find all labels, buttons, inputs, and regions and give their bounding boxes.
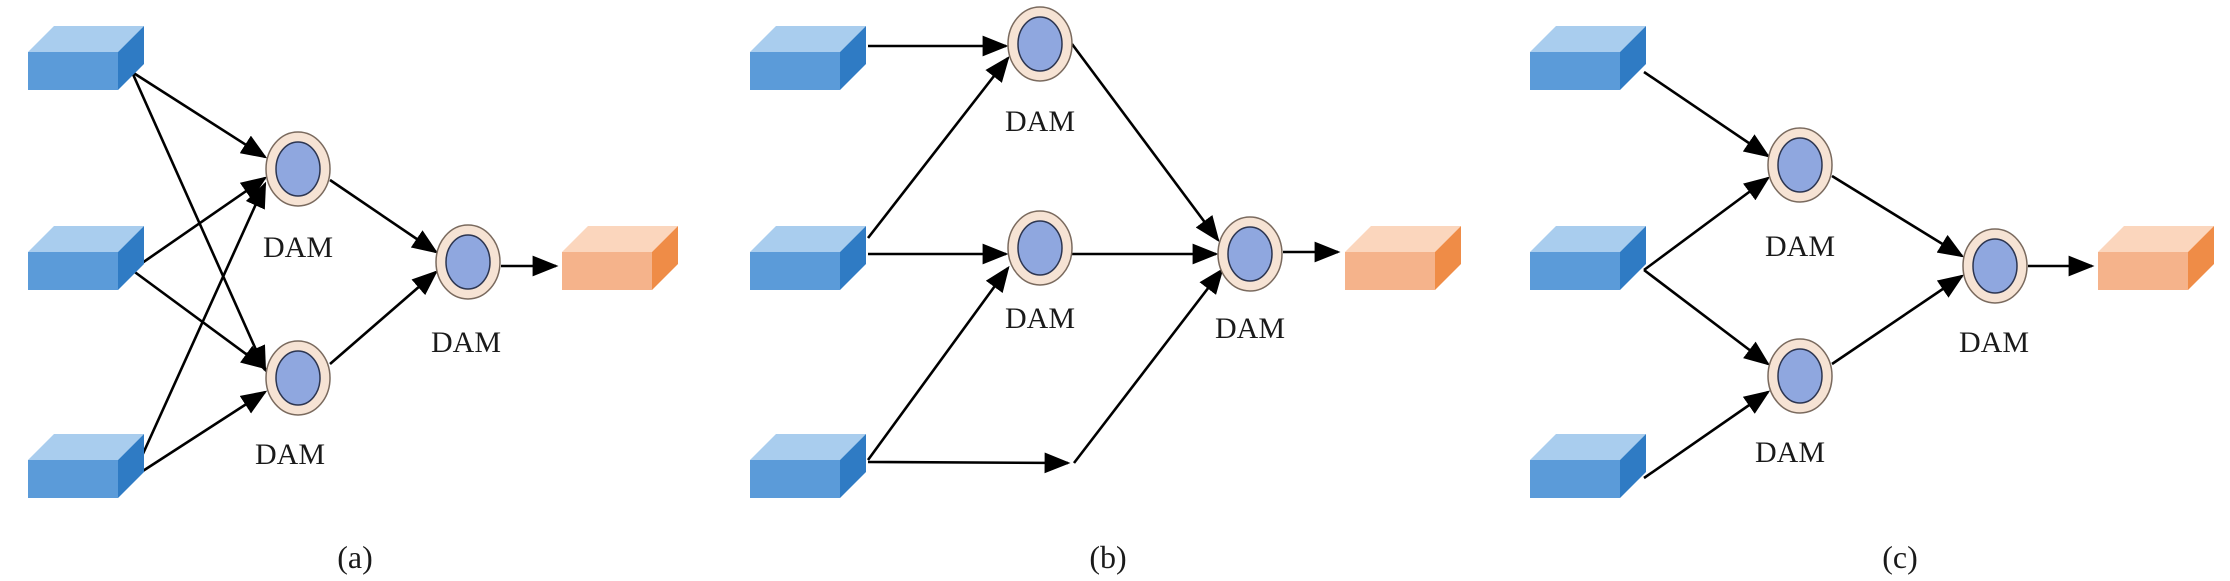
panel-b-input-2 <box>750 226 866 290</box>
panel-a-edge-dam2-dam3 <box>329 270 438 365</box>
panel-b-edge-bypass-dam3 <box>1072 267 1224 464</box>
panel-a-dam-2-label: DAM <box>255 438 325 471</box>
panel-a-edge-in1-dam1 <box>131 70 268 159</box>
panel-a-edge-dam1-dam3 <box>329 178 439 254</box>
panel-a-dam-1-label: DAM <box>263 231 333 264</box>
panel-a-dam-1 <box>265 131 331 207</box>
panel-b-edge-dam1-dam3 <box>1070 43 1220 243</box>
panel-b-edge-in2-dam1 <box>866 55 1010 239</box>
panel-b-dam-3-label: DAM <box>1215 312 1285 345</box>
panel-a-output <box>562 226 678 290</box>
panel-a-input-1 <box>28 26 144 90</box>
panel-c-input-1 <box>1530 26 1646 90</box>
panel-a-dam-3 <box>435 224 501 300</box>
panel-c-edge-in2-dam2 <box>1643 268 1771 366</box>
panel-a-dam-3-label: DAM <box>431 326 501 359</box>
panel-b-input-1 <box>750 26 866 90</box>
panel-c-dam-2 <box>1767 338 1833 414</box>
panel-b-input-3 <box>750 434 866 498</box>
panel-c-dam-1 <box>1767 127 1833 203</box>
panel-a-edge-in3-dam2 <box>131 390 268 480</box>
panel-b-edge-in3-bypass <box>867 452 1071 474</box>
panel-c-dam-2-label: DAM <box>1755 436 1825 469</box>
panel-c-dam-3-label: DAM <box>1959 326 2029 359</box>
panel-b-caption: (b) <box>1089 539 1126 575</box>
panel-b-dam-1 <box>1007 6 1073 82</box>
panel-a-edge-in2-dam2 <box>131 268 268 370</box>
panel-c-input-2 <box>1530 226 1646 290</box>
panel-c-output <box>2098 226 2214 290</box>
panel-c-edge-in3-dam2 <box>1643 390 1771 480</box>
panel-c-input-3 <box>1530 434 1646 498</box>
panel-c-dam-1-label: DAM <box>1765 230 1835 263</box>
panel-c-edge-in1-dam1 <box>1643 70 1771 158</box>
panel-b-dam-2 <box>1007 210 1073 286</box>
panel-b-dam-1-label: DAM <box>1005 105 1075 138</box>
panel-c-edge-in2-dam1 <box>1643 176 1771 272</box>
panel-b-dam-3 <box>1217 216 1283 292</box>
panel-a-input-2 <box>28 226 144 290</box>
panel-a-edge-in2-dam1 <box>131 176 268 272</box>
panel-a-edge-in1-dam2 <box>130 71 267 373</box>
panel-a-input-3 <box>28 434 144 498</box>
panel-c-edge-dam1-dam3 <box>1831 174 1965 258</box>
panel-c-caption: (c) <box>1882 539 1918 575</box>
panel-b-output <box>1345 226 1461 290</box>
panel-b-edge-in3-dam2 <box>866 265 1010 461</box>
panel-a-edge-in3-dam1 <box>130 181 267 479</box>
panel-c-dam-3 <box>1962 228 2028 304</box>
panel-a-caption: (a) <box>337 539 373 575</box>
panel-c-edge-dam2-dam3 <box>1831 274 1965 366</box>
panel-b-dam-2-label: DAM <box>1005 302 1075 335</box>
panel-a-dam-2 <box>265 340 331 416</box>
